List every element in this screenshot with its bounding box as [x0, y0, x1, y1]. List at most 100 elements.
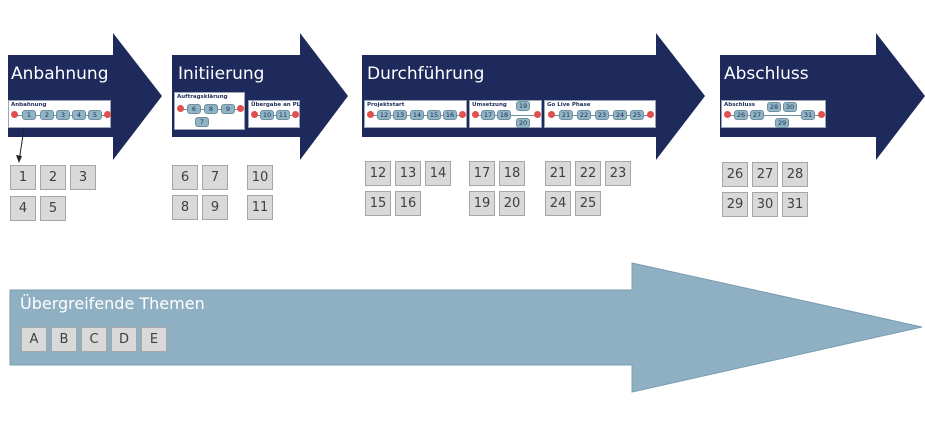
phase-arrow-abschluss — [720, 33, 925, 160]
process-box[interactable]: 27 — [752, 162, 778, 187]
process-box[interactable]: 16 — [395, 191, 421, 216]
step-pill[interactable]: 23 — [595, 110, 609, 120]
phase-title-durchfuehrung: Durchführung — [367, 64, 485, 84]
step-pill[interactable]: 22 — [577, 110, 591, 120]
step-pill[interactable]: 10 — [260, 110, 274, 120]
process-box[interactable]: 23 — [605, 161, 631, 186]
panel-umsetzung[interactable]: Umsetzung 17 18 19 20 — [469, 100, 542, 128]
process-box[interactable]: 28 — [782, 162, 808, 187]
step-pill[interactable]: 6 — [187, 104, 201, 114]
panel-anbahnung[interactable]: Anbahnung 1 2 3 4 5 — [8, 100, 111, 128]
start-event — [367, 111, 374, 118]
start-event — [177, 105, 184, 112]
themes-arrow — [9, 262, 923, 393]
start-event — [548, 111, 555, 118]
step-pill[interactable]: 25 — [630, 110, 644, 120]
theme-box[interactable]: E — [141, 327, 167, 352]
step-pill[interactable]: 26 — [734, 110, 748, 120]
step-pill[interactable]: 2 — [40, 110, 54, 120]
panel-label: Auftragsklärung — [177, 94, 228, 100]
step-pill[interactable]: 18 — [497, 110, 511, 120]
process-box[interactable]: 31 — [782, 192, 808, 217]
themes-title: Übergreifende Themen — [20, 294, 205, 313]
step-pill[interactable]: 24 — [613, 110, 627, 120]
process-box[interactable]: 10 — [247, 165, 273, 190]
process-box[interactable]: 24 — [545, 191, 571, 216]
process-box[interactable]: 12 — [365, 161, 391, 186]
step-pill[interactable]: 9 — [221, 104, 235, 114]
process-box[interactable]: 6 — [172, 165, 198, 190]
panel-auftragsklaerung[interactable]: Auftragsklärung 6 8 9 7 — [174, 92, 245, 130]
process-box[interactable]: 5 — [40, 196, 66, 221]
process-box[interactable]: 29 — [722, 192, 748, 217]
panel-label: Anbahnung — [11, 102, 47, 108]
end-event — [292, 111, 299, 118]
theme-box[interactable]: A — [21, 327, 47, 352]
step-pill[interactable]: 21 — [559, 110, 573, 120]
phase-arrow-durchfuehrung — [362, 33, 705, 160]
step-pill[interactable]: 13 — [393, 110, 407, 120]
end-event — [647, 111, 654, 118]
process-box[interactable]: 30 — [752, 192, 778, 217]
process-box[interactable]: 17 — [469, 161, 495, 186]
step-pill[interactable]: 27 — [750, 110, 764, 120]
step-pill[interactable]: 30 — [783, 102, 797, 112]
step-pill[interactable]: 8 — [204, 104, 218, 114]
end-event — [459, 111, 466, 118]
start-event — [11, 111, 18, 118]
process-box[interactable]: 25 — [575, 191, 601, 216]
process-box[interactable]: 8 — [172, 195, 198, 220]
end-event — [104, 111, 111, 118]
process-box[interactable]: 9 — [202, 195, 228, 220]
panel-go-live[interactable]: Go Live Phase 21 22 23 24 25 — [544, 100, 656, 128]
process-box[interactable]: 3 — [70, 165, 96, 190]
panel-abschluss[interactable]: Abschluss 26 27 28 30 29 31 — [721, 100, 826, 128]
step-pill[interactable]: 19 — [516, 101, 530, 111]
panel-label: Projektstart — [367, 102, 405, 108]
end-event — [818, 111, 825, 118]
step-pill[interactable]: 5 — [88, 110, 102, 120]
process-box[interactable]: 11 — [247, 195, 273, 220]
end-event — [534, 111, 541, 118]
panel-uebergabe[interactable]: Übergabe an PL 10 11 — [248, 100, 300, 128]
process-box[interactable]: 4 — [10, 196, 36, 221]
process-box[interactable]: 1 — [10, 165, 36, 190]
theme-box[interactable]: C — [81, 327, 107, 352]
start-event — [724, 111, 731, 118]
panel-label: Umsetzung — [472, 102, 507, 108]
process-box[interactable]: 22 — [575, 161, 601, 186]
process-box[interactable]: 20 — [499, 191, 525, 216]
process-box[interactable]: 2 — [40, 165, 66, 190]
step-pill[interactable]: 20 — [516, 118, 530, 128]
step-pill[interactable]: 4 — [72, 110, 86, 120]
start-event — [472, 111, 479, 118]
step-pill[interactable]: 12 — [377, 110, 391, 120]
step-pill[interactable]: 15 — [427, 110, 441, 120]
theme-box[interactable]: B — [51, 327, 77, 352]
step-pill[interactable]: 31 — [801, 110, 815, 120]
step-pill[interactable]: 7 — [195, 117, 209, 127]
process-box[interactable]: 26 — [722, 162, 748, 187]
step-pill[interactable]: 3 — [56, 110, 70, 120]
step-pill[interactable]: 11 — [276, 110, 290, 120]
step-pill[interactable]: 1 — [22, 110, 36, 120]
step-pill[interactable]: 14 — [410, 110, 424, 120]
panel-projektstart[interactable]: Projektstart 12 13 14 15 16 — [364, 100, 467, 128]
panel-label: Übergabe an PL — [251, 102, 301, 108]
step-pill[interactable]: 17 — [481, 110, 495, 120]
process-box[interactable]: 21 — [545, 161, 571, 186]
process-box[interactable]: 15 — [365, 191, 391, 216]
process-box[interactable]: 18 — [499, 161, 525, 186]
theme-box[interactable]: D — [111, 327, 137, 352]
process-box[interactable]: 7 — [202, 165, 228, 190]
process-box[interactable]: 19 — [469, 191, 495, 216]
step-pill[interactable]: 28 — [767, 102, 781, 112]
step-pill[interactable]: 16 — [443, 110, 457, 120]
step-pill[interactable]: 29 — [775, 118, 789, 128]
phase-arrow-anbahnung — [8, 33, 162, 160]
panel-label: Abschluss — [724, 102, 755, 108]
process-box[interactable]: 13 — [395, 161, 421, 186]
start-event — [251, 111, 258, 118]
phase-title-abschluss: Abschluss — [724, 64, 809, 84]
process-box[interactable]: 14 — [425, 161, 451, 186]
